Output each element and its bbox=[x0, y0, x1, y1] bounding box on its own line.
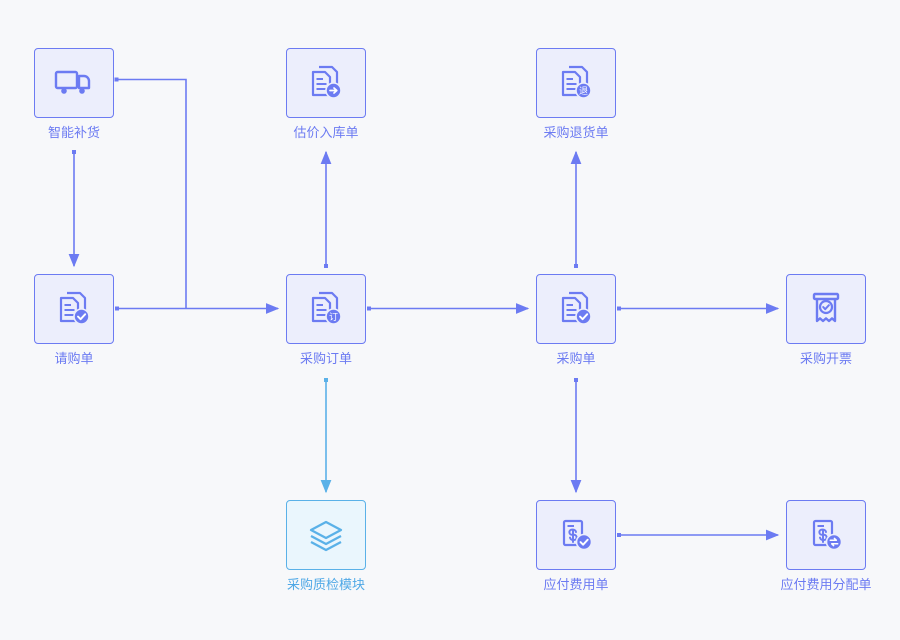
document-check-icon bbox=[59, 291, 90, 325]
edge-order-to-valuation bbox=[320, 150, 332, 268]
node-purchase-bill[interactable]: 采购单 bbox=[536, 274, 616, 366]
document-arrow-icon bbox=[311, 65, 342, 99]
document-check-icon bbox=[561, 291, 592, 325]
node-card[interactable] bbox=[286, 500, 366, 570]
receipt-check-icon bbox=[812, 292, 840, 323]
node-label: 应付费用分配单 bbox=[780, 577, 872, 592]
node-card[interactable] bbox=[286, 48, 366, 118]
money-doc-swap-icon bbox=[812, 519, 843, 551]
edge-smart-to-order bbox=[114, 77, 187, 309]
document-order-icon: 订 bbox=[311, 291, 342, 325]
node-purchase-order[interactable]: 订 采购订单 bbox=[286, 274, 366, 366]
node-label: 采购退货单 bbox=[543, 125, 609, 140]
node-card[interactable]: 订 bbox=[286, 274, 366, 344]
node-card[interactable] bbox=[536, 500, 616, 570]
edge-order-to-quality bbox=[320, 378, 332, 494]
edge-bill-to-return bbox=[570, 150, 582, 268]
node-card[interactable] bbox=[34, 274, 114, 344]
money-doc-check-icon bbox=[562, 519, 593, 551]
edge-requisition-to-order bbox=[115, 303, 280, 314]
edge-smart-to-requisition bbox=[68, 150, 80, 268]
node-card[interactable] bbox=[786, 500, 866, 570]
node-purchase-invoice[interactable]: 采购开票 bbox=[786, 274, 866, 366]
node-card[interactable]: 退 bbox=[536, 48, 616, 118]
node-label: 采购单 bbox=[556, 351, 596, 366]
node-card[interactable] bbox=[786, 274, 866, 344]
node-label: 请购单 bbox=[54, 351, 94, 366]
node-label: 智能补货 bbox=[47, 125, 101, 140]
layers-icon bbox=[309, 520, 343, 552]
node-quality-module[interactable]: 采购质检模块 bbox=[286, 500, 366, 592]
node-label: 采购订单 bbox=[299, 351, 353, 366]
edge-order-to-bill bbox=[367, 303, 530, 314]
edge-payable-to-alloc bbox=[617, 529, 780, 541]
node-label: 应付费用单 bbox=[543, 577, 609, 592]
edge-bill-to-payable bbox=[570, 378, 582, 494]
badge-text: 订 bbox=[329, 312, 338, 323]
node-smart-replenish[interactable]: 智能补货 bbox=[34, 48, 114, 140]
node-label: 估价入库单 bbox=[293, 125, 359, 140]
node-card[interactable] bbox=[34, 48, 114, 118]
node-card[interactable] bbox=[536, 274, 616, 344]
truck-icon bbox=[54, 70, 91, 94]
document-return-icon: 退 bbox=[561, 65, 592, 99]
badge-text: 退 bbox=[579, 86, 588, 97]
node-label: 采购质检模块 bbox=[286, 577, 366, 592]
node-label: 采购开票 bbox=[799, 351, 853, 366]
node-payable-expense[interactable]: 应付费用单 bbox=[536, 500, 616, 592]
node-requisition[interactable]: 请购单 bbox=[34, 274, 114, 366]
node-valuation-inbound[interactable]: 估价入库单 bbox=[286, 48, 366, 140]
node-purchase-return[interactable]: 退 采购退货单 bbox=[536, 48, 616, 140]
node-payable-alloc[interactable]: 应付费用分配单 bbox=[780, 500, 872, 592]
edge-bill-to-invoice bbox=[617, 303, 780, 314]
